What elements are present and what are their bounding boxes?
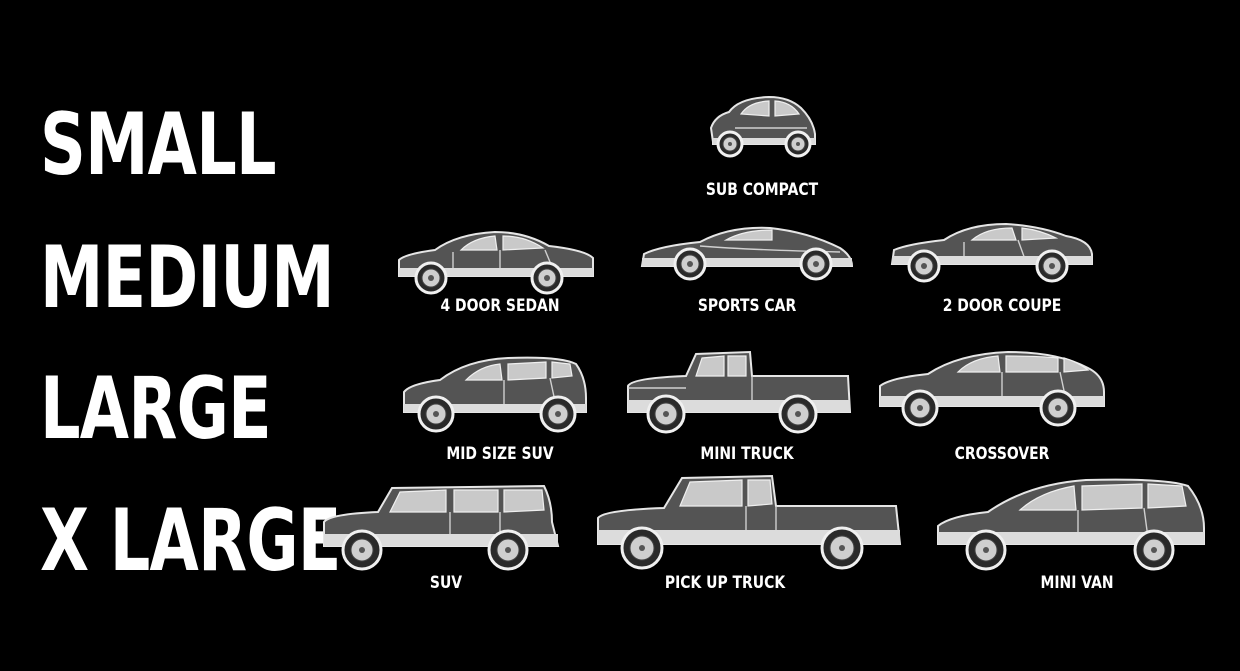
crossover-icon	[878, 348, 1106, 430]
label-mid-size-suv: MID SIZE SUV	[446, 444, 554, 464]
mini-truck-icon	[626, 348, 852, 434]
label-2-door-coupe: 2 DOOR COUPE	[942, 296, 1062, 316]
size-label-large: LARGE	[40, 359, 272, 459]
label-mini-van: MINI VAN	[1040, 573, 1114, 593]
label-suv: SUV	[429, 573, 463, 593]
label-sports-car: SPORTS CAR	[697, 296, 797, 316]
label-crossover: CROSSOVER	[954, 444, 1050, 464]
size-label-xlarge: X LARGE	[40, 491, 341, 591]
sub-compact-car-icon	[705, 94, 819, 160]
mini-van-icon	[936, 476, 1206, 572]
pick-up-truck-icon	[596, 472, 902, 570]
coupe-2-door-icon	[890, 220, 1094, 286]
size-label-small: SMALL	[40, 95, 277, 195]
size-label-medium: MEDIUM	[40, 228, 335, 328]
label-4-door-sedan: 4 DOOR SEDAN	[440, 296, 560, 316]
label-sub-compact: SUB COMPACT	[705, 180, 819, 200]
sedan-4-door-icon	[395, 228, 595, 296]
sports-car-icon	[640, 224, 854, 282]
mid-size-suv-icon	[400, 354, 588, 434]
suv-icon	[322, 482, 562, 574]
label-pick-up-truck: PICK UP TRUCK	[664, 573, 786, 593]
label-mini-truck: MINI TRUCK	[700, 444, 794, 464]
